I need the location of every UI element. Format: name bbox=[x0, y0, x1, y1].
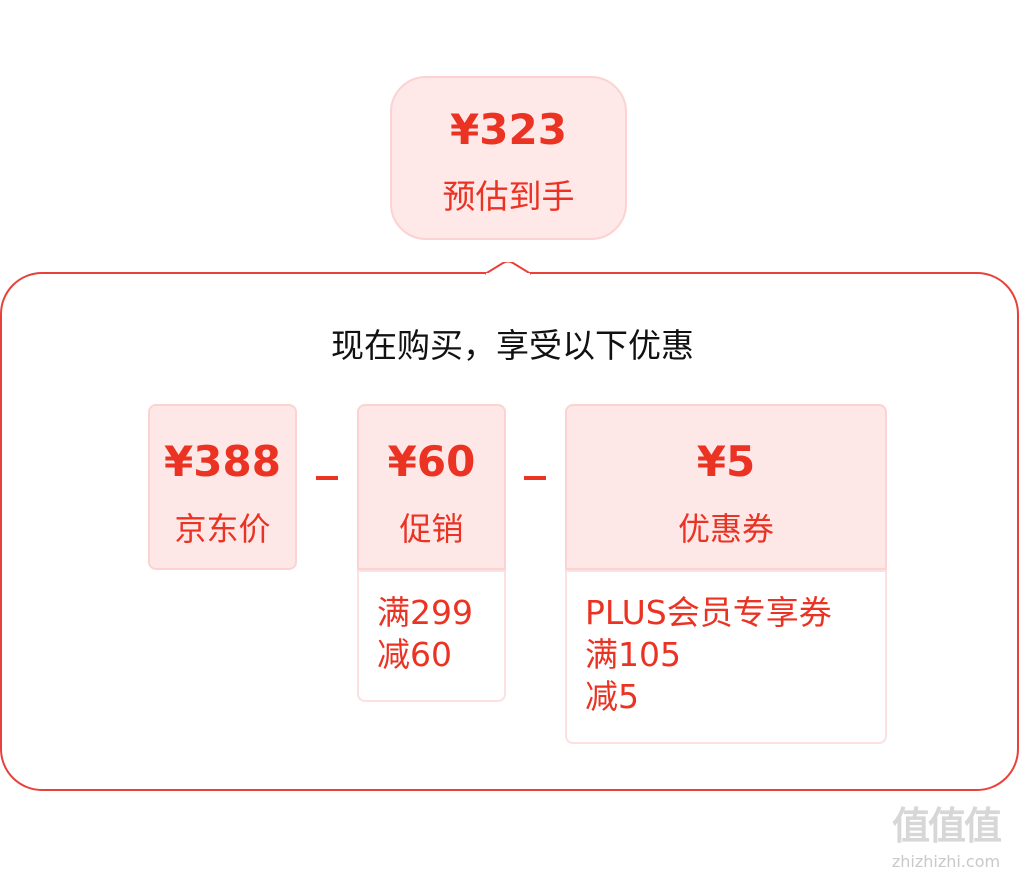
promotion-headline: 现在购买，享受以下优惠 bbox=[331, 326, 694, 365]
estimated-price-label: 预估到手 bbox=[442, 177, 575, 216]
promotion-detail: 满299 减60 bbox=[357, 570, 506, 702]
jd-price-value: ¥388 bbox=[164, 437, 281, 486]
coupon-threshold: 满105 bbox=[585, 635, 681, 674]
coupon-detail: PLUS会员专享券 满105 减5 bbox=[565, 570, 887, 744]
minus-icon bbox=[524, 476, 546, 480]
jd-price-label: 京东价 bbox=[174, 510, 271, 548]
promotion-reduction: 减60 bbox=[377, 635, 452, 674]
promotion-value: ¥60 bbox=[387, 437, 476, 486]
watermark-url: zhizhizhi.com bbox=[891, 852, 1001, 871]
coupon-name: PLUS会员专享券 bbox=[585, 593, 832, 632]
coupon-reduction: 减5 bbox=[585, 677, 639, 716]
coupon-card: ¥5 优惠券 bbox=[565, 404, 887, 570]
promotion-threshold: 满299 bbox=[377, 593, 473, 632]
promotion-card: ¥60 促销 bbox=[357, 404, 506, 570]
jd-price-card: ¥388 京东价 bbox=[148, 404, 297, 570]
estimated-price-bubble: ¥323 预估到手 bbox=[390, 76, 627, 240]
estimated-price: ¥323 bbox=[450, 105, 567, 154]
coupon-label: 优惠券 bbox=[677, 510, 774, 548]
watermark-logo: 值值值 zhizhizhi.com bbox=[876, 800, 1016, 878]
watermark-chars: 值值值 bbox=[891, 804, 1002, 848]
panel-pointer-notch bbox=[485, 262, 531, 276]
coupon-value: ¥5 bbox=[696, 437, 756, 486]
minus-icon bbox=[316, 476, 338, 480]
promotion-label: 促销 bbox=[399, 510, 464, 548]
